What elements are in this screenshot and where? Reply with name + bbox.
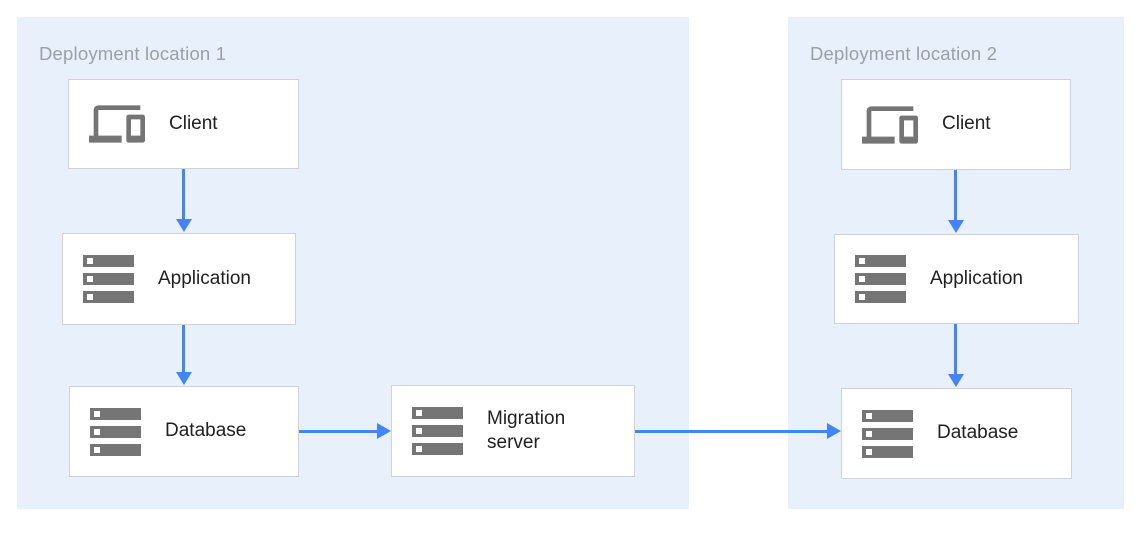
- edge-line: [954, 324, 957, 374]
- node-label: Application: [930, 267, 1023, 289]
- edge-line: [182, 325, 185, 372]
- storage-icon: [855, 255, 906, 303]
- node-migration-server: Migration server: [391, 385, 635, 477]
- edge-line: [182, 169, 185, 219]
- arrowhead: [948, 220, 964, 233]
- region-title: Deployment location 2: [810, 43, 998, 64]
- region-title: Deployment location 1: [39, 43, 227, 64]
- edge-line: [954, 170, 957, 220]
- storage-icon: [90, 407, 141, 456]
- storage-icon: [862, 409, 913, 458]
- node-client-2: Client: [841, 79, 1071, 170]
- devices-icon: [89, 105, 145, 143]
- edge-line: [635, 430, 827, 433]
- arrowhead: [827, 423, 841, 439]
- node-application-1: Application: [62, 233, 296, 325]
- node-application-2: Application: [834, 234, 1079, 324]
- arrowhead: [176, 219, 192, 232]
- node-label: Database: [937, 422, 1019, 444]
- node-label: Application: [158, 267, 251, 289]
- arrowhead: [377, 423, 391, 439]
- devices-icon: [862, 105, 918, 144]
- node-client-1: Client: [68, 79, 299, 169]
- arrowhead: [176, 372, 192, 385]
- edge-line: [299, 430, 377, 433]
- node-label: Client: [942, 113, 991, 135]
- storage-icon: [412, 407, 463, 455]
- node-label: Client: [169, 112, 218, 134]
- node-label: Database: [165, 420, 247, 442]
- storage-icon: [83, 255, 134, 303]
- node-database-1: Database: [69, 386, 299, 477]
- node-database-2: Database: [841, 388, 1072, 479]
- node-label: Migration server: [487, 407, 566, 453]
- arrowhead: [948, 374, 964, 387]
